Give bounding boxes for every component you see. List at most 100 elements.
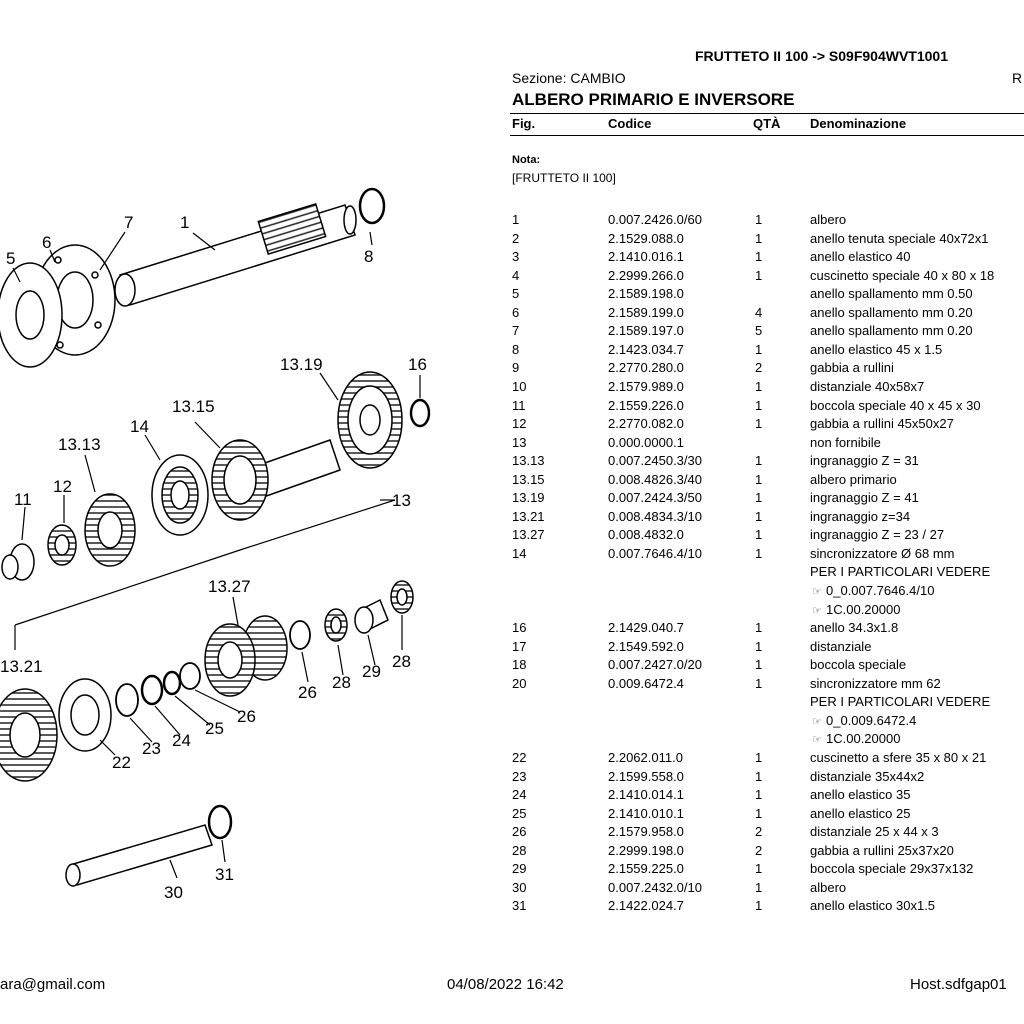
cell-code: 2.1410.010.1 xyxy=(608,805,684,821)
cell-desc: distanziale xyxy=(810,638,872,654)
cell-fig: 5 xyxy=(512,286,520,302)
cell-desc: boccola speciale 29x37x132 xyxy=(810,861,974,877)
diagram-label-22: 22 xyxy=(112,753,131,772)
diagram-label-7: 7 xyxy=(124,213,133,232)
synchronizer-part-14 xyxy=(151,454,209,536)
needle-cage-part-28a xyxy=(324,608,348,642)
cell-code: 0.000.0000.1 xyxy=(608,434,684,450)
cell-qty: 2 xyxy=(755,360,763,376)
reference-link[interactable]: 0_0.009.6472.4 xyxy=(826,712,917,728)
cell-code: 0.008.4826.3/40 xyxy=(608,471,702,487)
page-title: ALBERO PRIMARIO E INVERSORE xyxy=(512,90,795,109)
diagram-label-14: 14 xyxy=(130,417,149,436)
column-header-desc: Denominazione xyxy=(810,116,907,131)
diagram-label-1: 1 xyxy=(180,213,189,232)
group-bracket-13 xyxy=(14,499,396,626)
cell-fig: 18 xyxy=(512,657,527,673)
diagram-label-13-27: 13.27 xyxy=(208,577,251,596)
spacer-part-23 xyxy=(115,683,139,717)
reference-link[interactable]: 1C.00.20000 xyxy=(826,601,901,617)
cell-qty: 1 xyxy=(755,416,763,432)
reference-hand-icon: ☞ xyxy=(812,604,822,617)
cell-fig: 16 xyxy=(512,620,527,636)
cell-desc: cuscinetto speciale 40 x 80 x 18 xyxy=(810,267,995,283)
cell-qty: 2 xyxy=(755,842,763,858)
cell-desc: ☞ 0_0.009.6472.4 xyxy=(812,713,916,728)
cell-qty: 1 xyxy=(755,787,763,803)
cell-fig: 23 xyxy=(512,768,527,784)
cell-fig: 13.15 xyxy=(512,471,545,487)
table-row: ☞ 1C.00.20000 xyxy=(0,731,1024,749)
model-title: FRUTTETO II 100 -> S09F904WVT1001 xyxy=(695,48,949,64)
cell-fig: 10 xyxy=(512,378,527,394)
cell-desc: anello spallamento mm 0.50 xyxy=(810,286,973,302)
diagram-label-26a: 26 xyxy=(237,707,256,726)
ring-part-31 xyxy=(207,804,233,840)
cell-fig: 24 xyxy=(512,787,527,803)
cell-qty: 1 xyxy=(755,490,763,506)
reference-hand-icon: ☞ xyxy=(812,715,822,728)
cell-code: 0.007.2432.0/10 xyxy=(608,879,702,895)
footer-host: Host.sdfgap01 xyxy=(910,976,1007,993)
cell-code: 0.008.4834.3/10 xyxy=(608,508,702,524)
spacer-part-26b xyxy=(289,620,311,650)
cell-code: 2.1559.226.0 xyxy=(608,397,684,413)
cell-fig: 22 xyxy=(512,749,527,765)
cell-qty: 1 xyxy=(755,397,763,413)
reference-link[interactable]: 0_0.007.7646.4/10 xyxy=(826,583,935,598)
cell-qty: 2 xyxy=(755,824,763,840)
cell-qty: 1 xyxy=(755,267,763,283)
cell-desc: PER I PARTICOLARI VEDERE xyxy=(810,564,991,580)
cell-code: 0.007.7646.4/10 xyxy=(608,545,702,561)
cell-code: 2.1410.014.1 xyxy=(608,787,684,803)
cell-fig: 20 xyxy=(512,675,527,691)
diagram-label-26b: 26 xyxy=(298,683,317,702)
diagram-label-29: 29 xyxy=(362,662,381,681)
cell-fig: 9 xyxy=(512,360,520,376)
cell-desc: albero primario xyxy=(810,471,897,487)
cell-fig: 1 xyxy=(512,212,520,227)
cell-qty: 1 xyxy=(755,638,763,654)
cell-code: 0.009.6472.4 xyxy=(608,675,684,691)
cell-desc: albero xyxy=(810,212,847,227)
table-row: PER I PARTICOLARI VEDERE xyxy=(0,564,1024,582)
cell-desc: anello spallamento mm 0.20 xyxy=(810,323,973,339)
cell-desc: anello spallamento mm 0.20 xyxy=(810,304,973,320)
diagram-label-13-19: 13.19 xyxy=(280,355,323,374)
diagram-label-28a: 28 xyxy=(332,673,351,692)
reference-hand-icon: ☞ xyxy=(812,734,822,747)
table-row: ☞ 1C.00.20000 xyxy=(0,602,1024,620)
cell-code: 2.1429.040.7 xyxy=(608,620,684,636)
cell-desc: ingranaggio Z = 41 xyxy=(810,490,919,506)
cell-fig: 2 xyxy=(512,230,520,246)
cell-fig: 13 xyxy=(512,434,527,450)
cell-desc: anello elastico 40 xyxy=(810,249,911,265)
diagram-label-11: 11 xyxy=(14,490,32,509)
cell-code: 0.008.4832.0 xyxy=(608,527,684,543)
cell-qty: 1 xyxy=(755,675,763,691)
cell-desc: gabbia a rullini xyxy=(810,360,894,376)
column-header-fig: Fig. xyxy=(512,116,536,131)
diagram-label-13: 13 xyxy=(392,491,411,510)
reference-link[interactable]: 1C.00.20000 xyxy=(826,731,901,747)
spacer-part-26a xyxy=(179,662,201,690)
bushing-part-29 xyxy=(354,598,389,634)
cell-qty: 1 xyxy=(755,749,763,765)
cell-qty: 1 xyxy=(755,230,763,246)
cell-desc: sincronizzatore mm 62 xyxy=(810,675,941,691)
table-row: ☞ 0_0.009.6472.4 xyxy=(0,713,1024,731)
cell-qty: 1 xyxy=(755,341,763,357)
ring-part-25 xyxy=(162,670,182,696)
header-divider-bottom xyxy=(510,135,1024,136)
bushing-part-11 xyxy=(1,543,35,581)
